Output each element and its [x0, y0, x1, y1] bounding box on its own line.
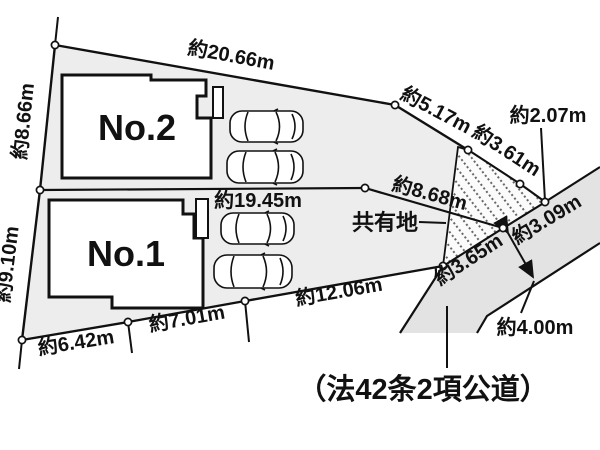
shared-land-leader	[418, 221, 447, 224]
car-icon	[229, 108, 304, 145]
plot-no2-label: No.2	[98, 107, 176, 148]
shared-land-label: 共有地	[352, 210, 418, 235]
road-width-leader	[520, 280, 535, 314]
vertex-marker	[50, 40, 60, 50]
measure-lines	[418, 215, 535, 368]
building-no1-porch	[195, 198, 209, 239]
survey-extension-lines	[18, 16, 546, 370]
vertex-marker	[438, 261, 448, 271]
plot-no1-label: No.1	[87, 233, 165, 274]
vertex-marker	[498, 223, 508, 233]
vertex-marker	[540, 197, 550, 207]
car-icon	[220, 210, 295, 247]
vertex-markers	[17, 40, 550, 345]
vertex-marker	[17, 335, 27, 345]
building-no2-porch	[212, 86, 224, 119]
building-no1	[47, 198, 209, 310]
road-bottom-edge	[476, 242, 600, 334]
parked-cars	[213, 108, 304, 291]
vertex-marker	[123, 317, 133, 327]
vertex-marker	[463, 145, 473, 155]
dim-top-edge: 約20.66m	[186, 35, 277, 75]
car-icon	[213, 252, 293, 291]
road-designation-label: （法42条2項公道）	[297, 373, 548, 406]
vertex-marker	[515, 179, 525, 189]
car-icon	[226, 148, 304, 186]
vertex-marker	[35, 185, 45, 195]
building-no2	[60, 73, 224, 180]
road-width-arrow	[493, 215, 534, 279]
dim-divider: 約19.45m	[214, 188, 302, 212]
vertex-marker	[240, 296, 250, 306]
dim-northeast-3: 約2.07m	[510, 103, 587, 127]
dim-road-width: 約4.00m	[497, 315, 574, 339]
vertex-marker	[390, 100, 400, 110]
vertex-marker	[360, 183, 370, 193]
dim-left-lower: 約9.10m	[0, 225, 24, 304]
dim-left-upper: 約8.66m	[7, 82, 39, 161]
